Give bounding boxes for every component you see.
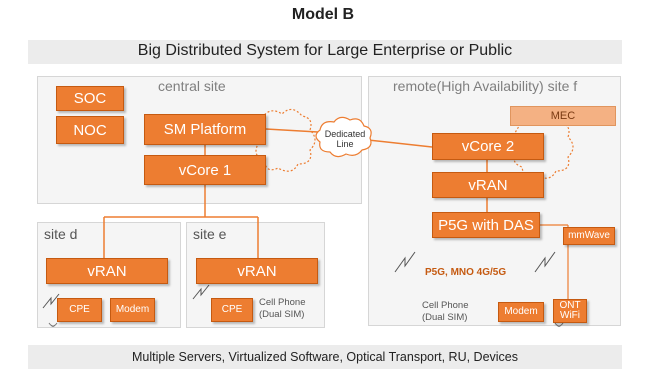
header-band-text: Big Distributed System for Large Enterpr… — [137, 42, 513, 59]
model-title: Model B — [291, 6, 355, 23]
remote-cell-phone-line1: Cell Phone — [422, 300, 469, 311]
ont-wifi-box: ONT WiFi — [553, 299, 587, 323]
site-d-modem-box: Modem — [110, 298, 155, 322]
remote-modem-box: Modem — [498, 302, 544, 322]
remote-cell-phone-line2: (Dual SIM) — [422, 312, 468, 323]
footer-band — [28, 345, 622, 369]
central-site-label: central site — [158, 78, 226, 94]
header-band — [28, 40, 622, 64]
site-d-cpe-box: CPE — [57, 298, 102, 322]
ont-label: ONT — [559, 300, 581, 311]
mec-box: MEC — [510, 106, 616, 126]
site-e-cpe-box: CPE — [211, 298, 253, 322]
site-d-vran-box: vRAN — [46, 258, 168, 284]
soc-box: SOC — [56, 86, 124, 111]
site-e-cell-phone-line1: Cell Phone — [259, 297, 306, 308]
site-e-label: site e — [193, 226, 227, 242]
noc-box: NOC — [56, 116, 124, 144]
footer-band-text: Multiple Servers, Virtualized Software, … — [131, 350, 519, 364]
vcore-1-box: vCore 1 — [144, 155, 266, 185]
dedicated-line-label-2: Line — [336, 139, 354, 149]
p5g-das-box: P5G with DAS — [432, 212, 540, 238]
site-e-cell-phone-line2: (Dual SIM) — [259, 309, 305, 320]
sm-platform-box: SM Platform — [144, 114, 266, 145]
wifi-label: WiFi — [560, 310, 580, 321]
remote-site-label: remote(High Availability) site f — [393, 78, 578, 94]
p5g-mno-label: P5G, MNO 4G/5G — [425, 267, 507, 278]
mmwave-box: mmWave — [563, 227, 615, 245]
remote-vran-box: vRAN — [432, 172, 544, 198]
vcore-2-box: vCore 2 — [432, 133, 544, 160]
site-e-vran-box: vRAN — [196, 258, 318, 284]
dedicated-line-label-1: Dedicated — [324, 129, 366, 139]
site-d-label: site d — [44, 226, 78, 242]
